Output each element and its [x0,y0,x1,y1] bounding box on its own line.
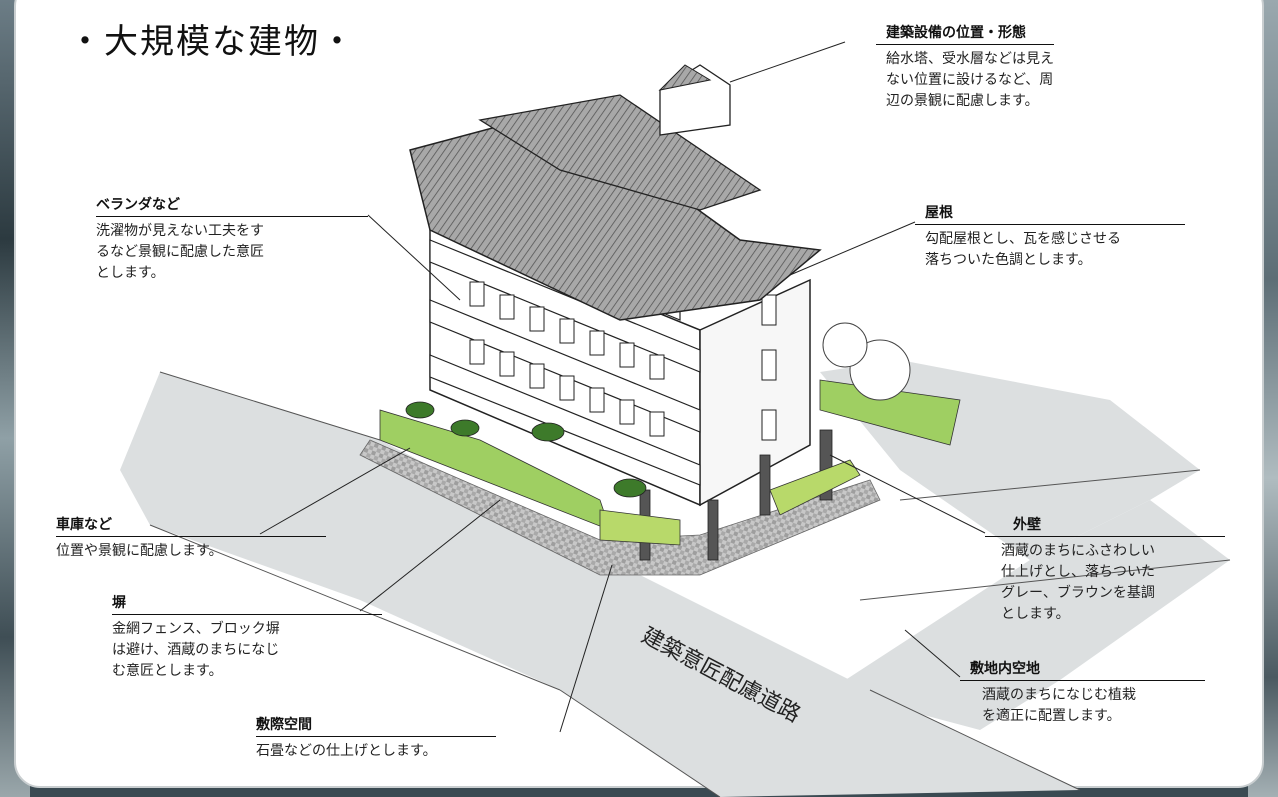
page-title: ・大規模な建物・ [68,22,356,62]
callout-boundary-heading: 敷際空間 [256,714,496,737]
callout-wall-text: 酒蔵のまちにふさわしい 仕上げとし、落ちついた グレー、ブラウンを基調 とします… [1001,543,1155,622]
building [409,64,833,561]
callout-open-space-text: 酒蔵のまちになじむ植栽 を適正に配置します。 [982,687,1136,724]
callout-roof: 屋根 勾配屋根とし、瓦を感じさせる 落ちついた色調とします。 [915,202,1185,271]
callout-fence-heading: 塀 [112,592,382,615]
callout-fence-text: 金網フェンス、ブロック塀 は避け、酒蔵のまちになじ む意匠とします。 [112,621,280,679]
callout-roof-heading: 屋根 [915,202,1185,225]
callout-wall-heading: 外壁 [985,514,1225,537]
callout-equipment: 建築設備の位置・形態 給水塔、受水層などは見え ない位置に設けるなど、周 辺の景… [876,22,1054,112]
callout-roof-text: 勾配屋根とし、瓦を感じさせる 落ちついた色調とします。 [925,231,1121,268]
callout-boundary-text: 石畳などの仕上げとします。 [256,743,437,759]
callout-fence: 塀 金網フェンス、ブロック塀 は避け、酒蔵のまちになじ む意匠とします。 [112,592,382,682]
leader-lines [259,41,986,733]
callout-veranda-heading: ベランダなど [96,194,368,217]
callout-wall: 外壁 酒蔵のまちにふさわしい 仕上げとし、落ちついた グレー、ブラウンを基調 と… [985,514,1225,625]
callout-garage: 車庫など 位置や景観に配慮します。 [56,514,326,562]
callout-boundary: 敷際空間 石畳などの仕上げとします。 [256,714,496,762]
callout-open-space: 敷地内空地 酒蔵のまちになじむ植栽 を適正に配置します。 [960,658,1205,727]
callout-equipment-heading: 建築設備の位置・形態 [876,22,1054,45]
callout-garage-text: 位置や景観に配慮します。 [56,543,223,559]
callout-equipment-text: 給水塔、受水層などは見え ない位置に設けるなど、周 辺の景観に配慮します。 [886,51,1054,109]
callout-garage-heading: 車庫など [56,514,326,537]
callout-veranda-text: 洗濯物が見えない工夫をす るなど景観に配慮した意匠 とします。 [96,223,264,281]
callout-open-space-heading: 敷地内空地 [960,658,1205,681]
pine-trees [405,401,647,498]
hedges [379,322,961,546]
callout-veranda: ベランダなど 洗濯物が見えない工夫をす るなど景観に配慮した意匠 とします。 [96,194,368,284]
